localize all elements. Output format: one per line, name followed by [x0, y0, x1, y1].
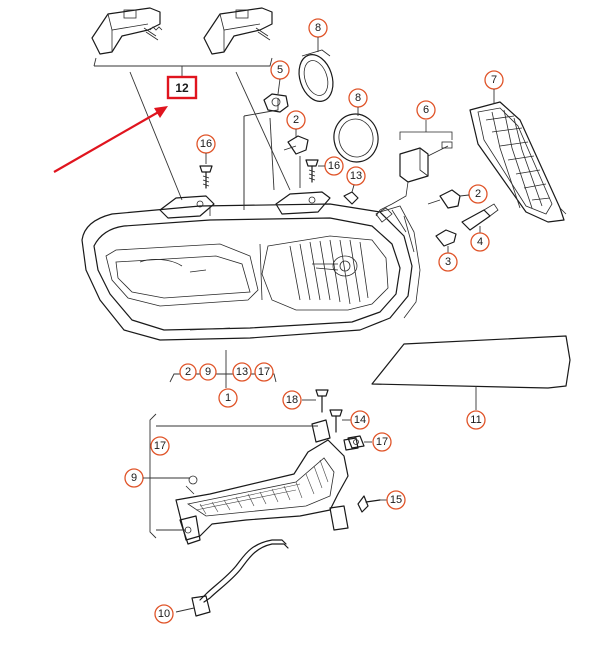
callout-2-upper[interactable]: 2 [286, 110, 306, 130]
callout-6[interactable]: 6 [416, 100, 436, 120]
callout-9-upper[interactable]: 9 [199, 363, 217, 381]
callout-14[interactable]: 14 [350, 410, 370, 430]
svg-text:16: 16 [328, 160, 340, 172]
svg-text:5: 5 [277, 64, 283, 76]
svg-text:18: 18 [286, 394, 298, 406]
callout-18[interactable]: 18 [282, 390, 302, 410]
svg-text:2: 2 [475, 188, 481, 200]
svg-text:2: 2 [185, 366, 191, 378]
lower-bracket [175, 419, 359, 545]
part-6-ballast [375, 120, 453, 217]
callout-2-lower[interactable]: 2 [179, 363, 197, 381]
part-8-ring-top [298, 49, 334, 102]
svg-text:14: 14 [354, 414, 366, 426]
part-17-nut [347, 435, 372, 449]
part-7-cover [469, 101, 567, 223]
bracket-left [91, 7, 163, 55]
svg-text:10: 10 [158, 608, 170, 620]
svg-text:17: 17 [258, 366, 270, 378]
part-11-lens-cover [371, 335, 571, 410]
headlight-housing [81, 116, 421, 341]
svg-text:3: 3 [445, 256, 451, 268]
part-4-socket [461, 203, 499, 236]
part-16-screw-left [199, 165, 213, 189]
svg-text:17: 17 [154, 440, 166, 452]
callout-2-right[interactable]: 2 [468, 184, 488, 204]
callout-12-label: 12 [175, 81, 189, 95]
callout-7[interactable]: 7 [484, 70, 504, 90]
callout-17-upper[interactable]: 17 [254, 362, 274, 382]
svg-text:2: 2 [293, 114, 299, 126]
svg-text:13: 13 [236, 366, 248, 378]
part-14-screw [329, 409, 352, 433]
callout-17-lower-right[interactable]: 17 [372, 432, 392, 452]
bracket-right [203, 7, 273, 55]
callout-16-left[interactable]: 16 [196, 134, 216, 154]
callout-8-top[interactable]: 8 [308, 18, 328, 38]
svg-text:9: 9 [131, 472, 137, 484]
svg-text:4: 4 [477, 236, 483, 248]
part-5-bulb [263, 93, 289, 113]
part-18-screw [302, 389, 329, 413]
part-15-screw [357, 495, 388, 513]
callout-17-lower-left[interactable]: 17 [150, 436, 170, 456]
callout-4[interactable]: 4 [470, 232, 490, 252]
part-13-clip [343, 191, 359, 205]
svg-text:16: 16 [200, 138, 212, 150]
callout-16-right[interactable]: 16 [324, 156, 344, 176]
svg-text:15: 15 [390, 494, 402, 506]
svg-text:8: 8 [355, 92, 361, 104]
part-2-bulb-right [427, 189, 461, 209]
bracket-group-line [93, 57, 273, 67]
callout-5[interactable]: 5 [270, 60, 290, 80]
svg-text:11: 11 [470, 414, 481, 426]
svg-text:1: 1 [225, 392, 231, 404]
part-8-ring-lower [333, 113, 379, 163]
callout-13-lower[interactable]: 13 [232, 362, 252, 382]
svg-text:13: 13 [350, 170, 362, 182]
svg-text:8: 8 [315, 22, 321, 34]
callout-10[interactable]: 10 [154, 604, 174, 624]
callout-8-lower[interactable]: 8 [348, 88, 368, 108]
part-10-sensor-cable [175, 539, 289, 617]
callout-1[interactable]: 1 [218, 388, 238, 408]
part-2-bulb-upper [283, 135, 309, 155]
callout-15[interactable]: 15 [386, 490, 406, 510]
svg-text:6: 6 [423, 104, 429, 116]
callout-12-highlight[interactable]: 12 [166, 75, 198, 100]
part-16-screw-right [305, 159, 319, 183]
callout-11[interactable]: 11 [466, 410, 486, 430]
svg-text:17: 17 [376, 436, 388, 448]
callout-3[interactable]: 3 [438, 252, 458, 272]
part-1-group-line [169, 373, 277, 383]
red-arrow-icon [53, 106, 168, 173]
part-3-bulb [435, 229, 457, 254]
svg-text:7: 7 [491, 74, 497, 86]
svg-text:9: 9 [205, 366, 211, 378]
callout-13-top[interactable]: 13 [346, 166, 366, 186]
callout-9-lower[interactable]: 9 [124, 468, 144, 488]
